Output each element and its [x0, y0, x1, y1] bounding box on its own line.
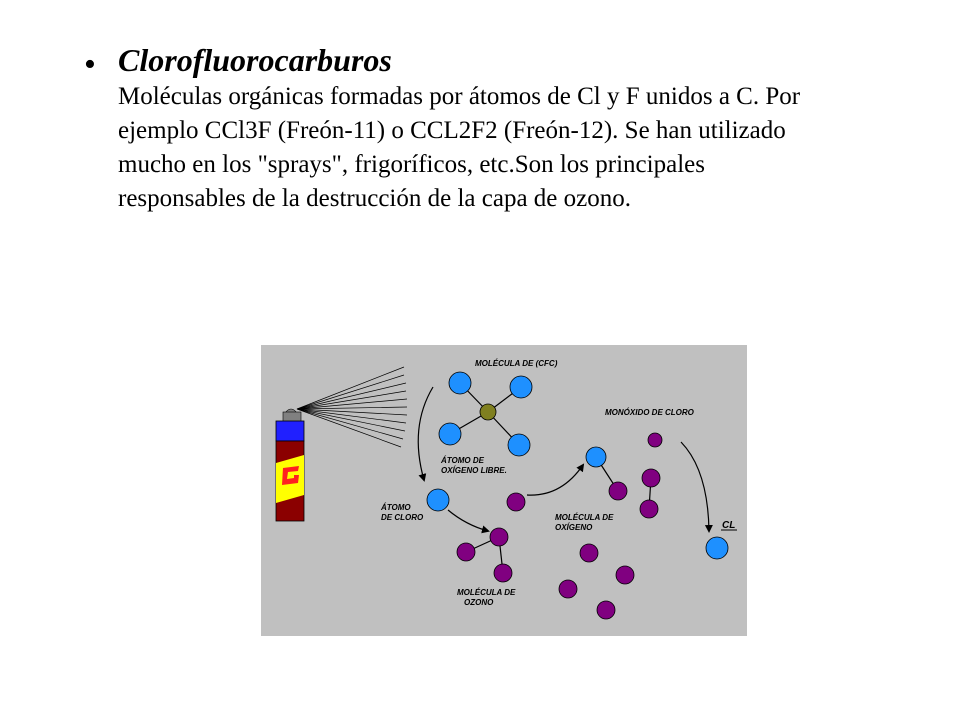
- ozone-oxygen-atom: [456, 542, 476, 562]
- released-chlorine-atom: [705, 536, 729, 560]
- bullet-glyph: •: [84, 46, 96, 83]
- free-chlorine-atom: [426, 488, 450, 512]
- cfc-chlorine-atom: [507, 433, 531, 457]
- oxygen-atom: [615, 565, 635, 585]
- g-logo-icon: [282, 466, 299, 485]
- oxygen-atom: [558, 579, 578, 599]
- monoxide-oxygen-atom: [647, 432, 663, 448]
- cfc-ozone-diagram: MOLÉCULA DE (CFC) ÁTOMO DE OXÍGENO LIBRE…: [261, 345, 747, 636]
- cfc-chlorine-atom: [438, 422, 462, 446]
- label-free-oxygen-line2: OXÍGENO LIBRE.: [441, 466, 507, 475]
- cfc-fluorine-atom: [509, 375, 533, 399]
- spray-can-icon: [275, 408, 305, 522]
- bullet-title: Clorofluorocarburos: [118, 42, 392, 78]
- cfc-fluorine-atom: [448, 371, 472, 395]
- clo-chlorine-atom: [585, 446, 607, 468]
- bullet-content: Clorofluorocarburos Moléculas orgánicas …: [118, 40, 838, 216]
- label-oxygen-molecule-line2: OXÍGENO: [555, 523, 593, 532]
- spray-rays: [296, 366, 408, 448]
- o2-oxygen-atom: [641, 468, 661, 488]
- label-free-oxygen-line1: ÁTOMO DE: [440, 456, 485, 465]
- bullet-body: Moléculas orgánicas formadas por átomos …: [118, 83, 801, 212]
- clo-oxygen-atom: [608, 481, 628, 501]
- label-cfc-molecule: MOLÉCULA DE (CFC): [475, 359, 558, 368]
- cfc-carbon-atom: [479, 403, 497, 421]
- reaction-arrows: [417, 386, 713, 534]
- label-chlorine-atom-line2: DE CLORO: [381, 513, 424, 522]
- label-ozone-molecule-line1: MOLÉCULA DE: [457, 588, 516, 597]
- ozone-oxygen-atom: [489, 527, 509, 547]
- label-oxygen-molecule-line1: MOLÉCULA DE: [555, 513, 614, 522]
- label-cl: CL: [722, 520, 735, 531]
- oxygen-atom: [579, 543, 599, 563]
- o2-oxygen-atom: [639, 499, 659, 519]
- ozone-oxygen-atom: [493, 563, 513, 583]
- diagram-canvas: MOLÉCULA DE (CFC) ÁTOMO DE OXÍGENO LIBRE…: [275, 359, 737, 620]
- free-oxygen-atom: [506, 492, 526, 512]
- oxygen-atom: [596, 600, 616, 620]
- label-chlorine-atom-line1: ÁTOMO: [380, 503, 411, 512]
- label-ozone-molecule-line2: OZONO: [464, 598, 494, 607]
- label-chlorine-monoxide: MONÓXIDO DE CLORO: [605, 408, 695, 417]
